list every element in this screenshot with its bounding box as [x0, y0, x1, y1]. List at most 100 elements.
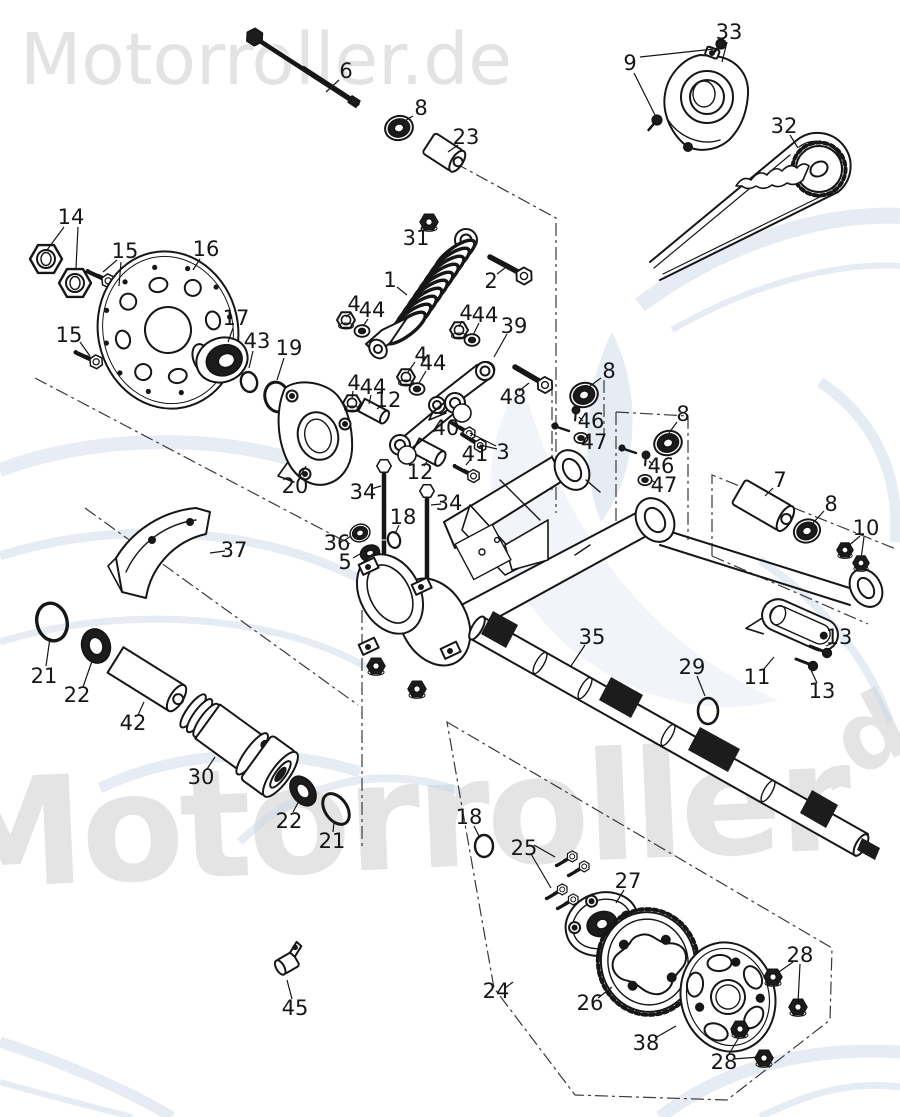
leader-line-part-2	[496, 267, 506, 275]
part-4-flange-nut	[408, 681, 426, 698]
leader-line-part-14	[46, 226, 65, 251]
leader-line-part-28	[775, 961, 794, 975]
part-32-drive-chain	[649, 131, 852, 281]
part-17-hub-sleeve	[191, 336, 249, 384]
part-label-45: 45	[282, 996, 309, 1020]
part-label-20: 20	[282, 474, 309, 498]
part-label-35: 35	[579, 625, 606, 649]
leader-line-part-8	[402, 115, 414, 123]
leader-line-part-30	[206, 756, 216, 770]
part-20-bearing-bracket	[277, 381, 354, 486]
part-16-brake-disc	[96, 250, 240, 410]
part-42-spacer-tube	[106, 646, 188, 713]
part-label-23: 23	[453, 125, 480, 149]
watermark-top-text: Motorroller.de	[20, 18, 512, 101]
part-label-46: 46	[578, 409, 605, 433]
part-label-27: 27	[615, 869, 642, 893]
leader-line-part-4	[351, 390, 354, 400]
part-9-screw	[643, 112, 665, 135]
leader-line-part-15	[79, 341, 91, 357]
part-label-6: 6	[339, 59, 352, 83]
part-label-40: 40	[433, 416, 460, 440]
part-12-spacer	[357, 397, 390, 425]
leader-line-part-45	[286, 979, 293, 1000]
leader-line-part-15	[118, 261, 122, 287]
leader-line-part-15	[102, 259, 118, 273]
part-26-chain-sprocket	[595, 907, 701, 1017]
leader-line-part-23	[447, 144, 459, 153]
leader-line-part-8	[811, 510, 825, 525]
leader-line-part-4	[345, 312, 352, 318]
leader-line-part-33	[721, 41, 728, 63]
part-label-32: 32	[771, 114, 798, 138]
part-36-bushing	[346, 520, 374, 546]
part-label-44: 44	[420, 351, 447, 375]
part-label-18: 18	[390, 505, 417, 529]
part-label-34: 34	[350, 480, 377, 504]
leader-line-part-8	[589, 377, 602, 387]
leader-line-part-1	[396, 286, 408, 296]
part-label-8: 8	[414, 96, 427, 120]
part-label-25: 25	[511, 836, 538, 860]
part-4-flange-nut	[367, 658, 385, 675]
leader-line-part-10	[845, 535, 861, 549]
leader-line-part-12	[423, 459, 429, 467]
leader-line-part-34	[430, 503, 442, 506]
part-label-28: 28	[787, 943, 814, 967]
part-label-48: 48	[500, 385, 527, 409]
leader-line-part-28	[728, 1033, 742, 1055]
part-label-4: 4	[459, 301, 472, 325]
leader-line-part-3	[469, 432, 497, 447]
leader-line-part-40	[430, 429, 439, 433]
leader-line-part-35	[570, 644, 586, 667]
part-label-34: 34	[436, 491, 463, 515]
leader-line-part-10	[860, 536, 865, 560]
leader-line-part-13	[810, 669, 818, 684]
leader-line-part-12	[376, 405, 382, 410]
part-1-shock-absorber	[365, 228, 478, 360]
leader-line-part-9	[639, 48, 715, 58]
part-22-seal	[80, 628, 112, 664]
part-label-44: 44	[359, 298, 386, 322]
part-label-3: 3	[496, 440, 509, 464]
part-label-13: 13	[809, 679, 836, 703]
part-29-o-ring	[696, 696, 720, 726]
part-label-21: 21	[319, 829, 346, 853]
leader-line-part-47	[650, 479, 657, 484]
part-label-47: 47	[651, 473, 678, 497]
leader-line-part-39	[493, 333, 508, 358]
part-label-47: 47	[581, 430, 608, 454]
part-label-30: 30	[188, 765, 215, 789]
leader-line-part-36	[344, 535, 352, 541]
part-label-12: 12	[407, 460, 434, 484]
leader-line-part-44	[362, 318, 369, 327]
part-label-22: 22	[276, 809, 303, 833]
leader-line-part-24	[504, 981, 514, 989]
leader-line-part-46	[648, 460, 654, 466]
part-34-long-bolt	[375, 458, 393, 557]
part-44-washer	[353, 324, 371, 338]
part-label-38: 38	[633, 1031, 660, 1055]
leader-line-part-22	[82, 660, 93, 688]
part-14-axle-nut	[30, 245, 62, 273]
part-label-8: 8	[602, 359, 615, 383]
part-label-10: 10	[853, 516, 880, 540]
leader-line-part-44	[368, 394, 372, 405]
part-label-43: 43	[244, 329, 271, 353]
part-6-swingarm-pivot-bolt	[242, 25, 361, 108]
part-label-31: 31	[403, 226, 430, 250]
part-label-39: 39	[501, 314, 528, 338]
part-11-chain-guide	[745, 598, 839, 652]
swing-arm-body	[443, 449, 884, 638]
leader-line-part-17	[227, 327, 234, 343]
part-label-5: 5	[338, 550, 351, 574]
part-14-axle-nut	[59, 269, 91, 297]
part-7-spacer-tube	[731, 479, 796, 532]
part-label-44: 44	[472, 303, 499, 327]
part-label-15: 15	[56, 323, 83, 347]
part-34-long-bolt	[418, 483, 436, 582]
leader-line-part-21	[45, 637, 51, 667]
